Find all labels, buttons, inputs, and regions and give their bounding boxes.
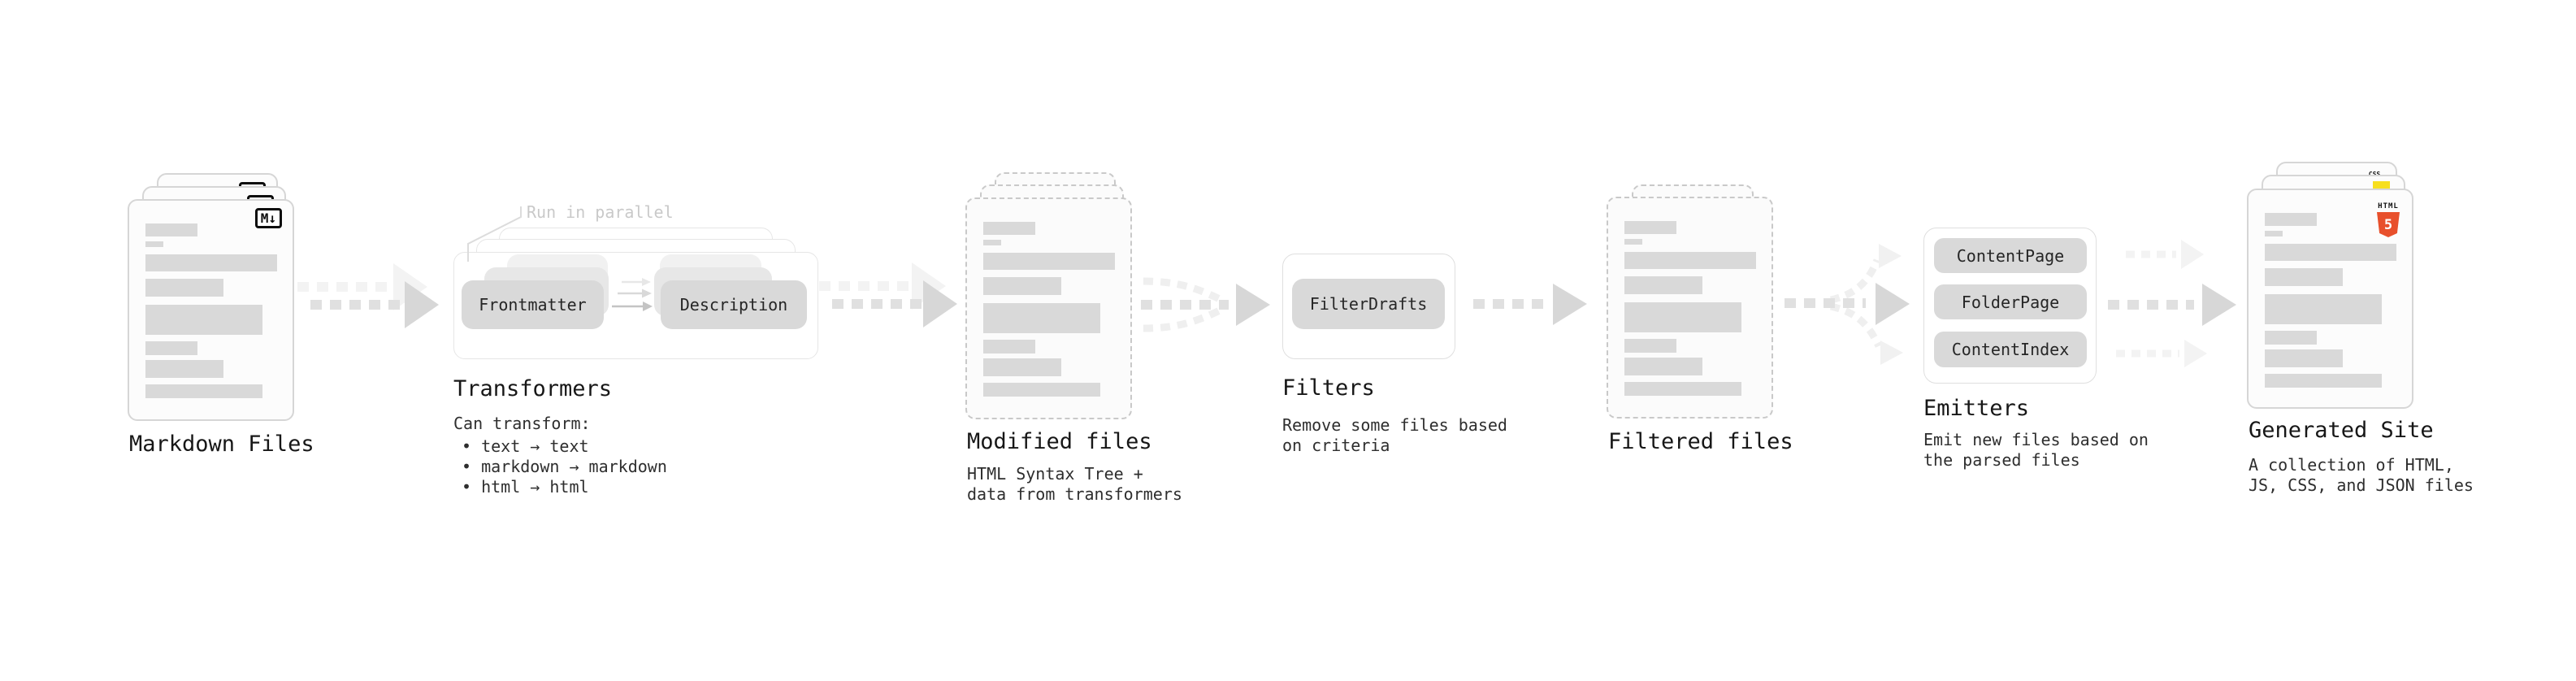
html5-word: HTML xyxy=(2378,202,2399,210)
filtered-file-doc-front xyxy=(1607,197,1773,419)
frontmatter-chip: Frontmatter xyxy=(462,280,604,329)
folderpage-chip: FolderPage xyxy=(1934,284,2087,319)
description-chip: Description xyxy=(661,280,807,329)
arrow-filters-to-filtered xyxy=(1473,284,1587,325)
css-file-icon: CSS xyxy=(2366,164,2383,180)
content-bar xyxy=(1624,358,1702,375)
modified-files-subtitle: HTML Syntax Tree + data from transformer… xyxy=(967,464,1182,504)
content-bar xyxy=(2265,213,2317,226)
arrow-filtered-to-emitters xyxy=(1785,244,1910,365)
content-bar xyxy=(1624,252,1756,269)
content-bar xyxy=(1624,339,1676,353)
content-bar xyxy=(145,279,223,297)
content-bar xyxy=(983,277,1061,295)
content-bar xyxy=(983,358,1061,376)
html5-shield: 5 xyxy=(2377,212,2400,237)
transformers-bullets: • text → text • markdown → markdown • ht… xyxy=(462,436,667,497)
content-bar xyxy=(145,341,197,355)
contentindex-chip: ContentIndex xyxy=(1934,332,2087,367)
content-bar xyxy=(2265,374,2382,388)
content-bar xyxy=(145,223,197,236)
filters-title: Filters xyxy=(1282,375,1375,401)
content-bar xyxy=(983,340,1035,354)
markdown-file-doc-front: M↓ xyxy=(128,199,294,421)
content-bar xyxy=(1624,221,1676,234)
content-bar xyxy=(145,384,262,398)
content-bar xyxy=(983,383,1100,397)
generated-doc-html: HTML 5 xyxy=(2247,189,2413,409)
generated-site-title: Generated Site xyxy=(2249,418,2434,443)
modified-files-title: Modified files xyxy=(967,429,1152,454)
content-bar xyxy=(983,303,1100,333)
filterdrafts-chip: FilterDrafts xyxy=(1292,279,1445,329)
html5-number: 5 xyxy=(2383,216,2393,233)
emitters-title: Emitters xyxy=(1923,396,2030,421)
content-bar xyxy=(1624,382,1741,396)
content-bar xyxy=(145,305,262,335)
bullet-text-to-text: • text → text xyxy=(462,436,589,456)
content-bar xyxy=(2265,231,2283,236)
content-bar xyxy=(2265,294,2382,324)
content-bar xyxy=(983,240,1001,245)
generated-site-subtitle: A collection of HTML, JS, CSS, and JSON … xyxy=(2249,455,2474,495)
content-bar xyxy=(1624,302,1741,332)
bullet-markdown-to-markdown: • markdown → markdown xyxy=(462,457,667,476)
content-bar xyxy=(2265,331,2317,345)
html5-icon: HTML 5 xyxy=(2374,196,2402,237)
content-bar xyxy=(2265,349,2343,367)
content-bar xyxy=(145,360,223,378)
content-bar xyxy=(1624,276,1702,294)
content-bar xyxy=(145,241,163,247)
content-bar xyxy=(2265,268,2343,286)
arrow-emitters-to-generated xyxy=(2108,240,2236,367)
content-bar xyxy=(983,222,1035,235)
content-bar xyxy=(983,253,1115,270)
filtered-files-title: Filtered files xyxy=(1608,429,1793,454)
modified-file-doc-front xyxy=(965,197,1132,419)
run-in-parallel-label: Run in parallel xyxy=(527,202,674,222)
arrow-transformers-to-modified xyxy=(819,262,957,327)
content-bar xyxy=(2265,244,2396,261)
markdown-files-title: Markdown Files xyxy=(129,432,314,457)
markdown-icon: M↓ xyxy=(254,208,282,228)
filters-subtitle: Remove some files based on criteria xyxy=(1282,415,1507,455)
content-bar xyxy=(1624,239,1642,245)
arrow-modified-to-filters xyxy=(1141,277,1270,332)
css-label: CSS xyxy=(2369,171,2380,178)
content-bar xyxy=(145,254,277,271)
arrow-markdown-to-transformers xyxy=(297,263,439,328)
transformers-title: Transformers xyxy=(453,376,613,401)
contentpage-chip: ContentPage xyxy=(1934,238,2087,273)
emitters-subtitle: Emit new files based on the parsed files xyxy=(1923,430,2149,470)
transformers-body-heading: Can transform: xyxy=(453,414,591,433)
bullet-html-to-html: • html → html xyxy=(462,477,589,497)
